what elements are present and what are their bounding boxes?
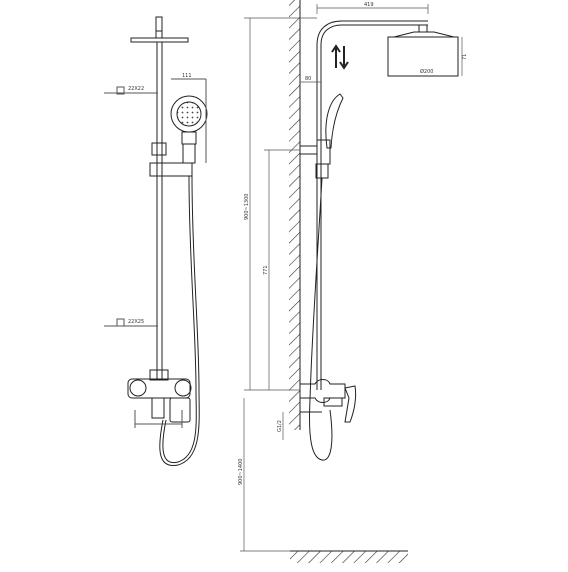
head-connector (155, 30, 163, 39)
slider-side (315, 163, 329, 179)
wall-bracket-upper (299, 145, 318, 155)
mixer-top-outlet (149, 369, 169, 381)
front-view (104, 16, 208, 466)
handset-dim-label: 111 (182, 73, 192, 79)
rail-offset-label: 80 (305, 76, 311, 82)
handset-handle (182, 143, 196, 164)
arm-outer (316, 20, 428, 46)
rail-section-lower-label: 22X25 (128, 319, 144, 325)
arrow-up (331, 44, 341, 68)
handset-neck (181, 131, 197, 145)
handset-holder (151, 142, 167, 156)
spout-front (169, 397, 191, 423)
spout-side (323, 397, 343, 407)
mixer-inlet (151, 397, 165, 419)
inlet-dim-label: G1/2 (277, 420, 283, 432)
mid-height-label: 771 (263, 265, 269, 275)
mixer-left-cap (129, 379, 147, 397)
wall-hatch (289, 0, 300, 430)
head-diameter-label: Ø200 (420, 68, 433, 75)
head-height-label: 71 (462, 54, 468, 60)
total-height-label: 900~1300 (244, 194, 250, 220)
mixer-side (299, 379, 346, 403)
handset-holder-side (316, 139, 331, 165)
handset-side (325, 93, 344, 149)
side-dimensions (240, 4, 463, 552)
hose-front-outer (159, 175, 200, 466)
section-symbol-lower (116, 318, 125, 327)
rail-section-upper-label: 22X22 (128, 86, 144, 92)
arm-head-connector (418, 24, 428, 33)
rail-top-cap (155, 16, 163, 32)
rain-head-side (387, 36, 459, 77)
rain-head-front (130, 37, 189, 43)
mixer-right-cap (174, 379, 192, 397)
side-view (299, 20, 459, 461)
floor-height-label: 900~1400 (238, 459, 244, 485)
arrow-down (339, 46, 349, 70)
floor-hatch (290, 551, 408, 563)
hose-side (309, 177, 333, 461)
section-symbol-upper (116, 86, 125, 95)
handset-nozzles (176, 101, 202, 127)
hose-front (162, 175, 197, 464)
arm-reach-label: 419 (364, 2, 374, 8)
rain-head-top (393, 31, 455, 38)
arm-inner (320, 24, 428, 46)
slider-bracket (149, 162, 193, 177)
lever-side (344, 385, 357, 423)
